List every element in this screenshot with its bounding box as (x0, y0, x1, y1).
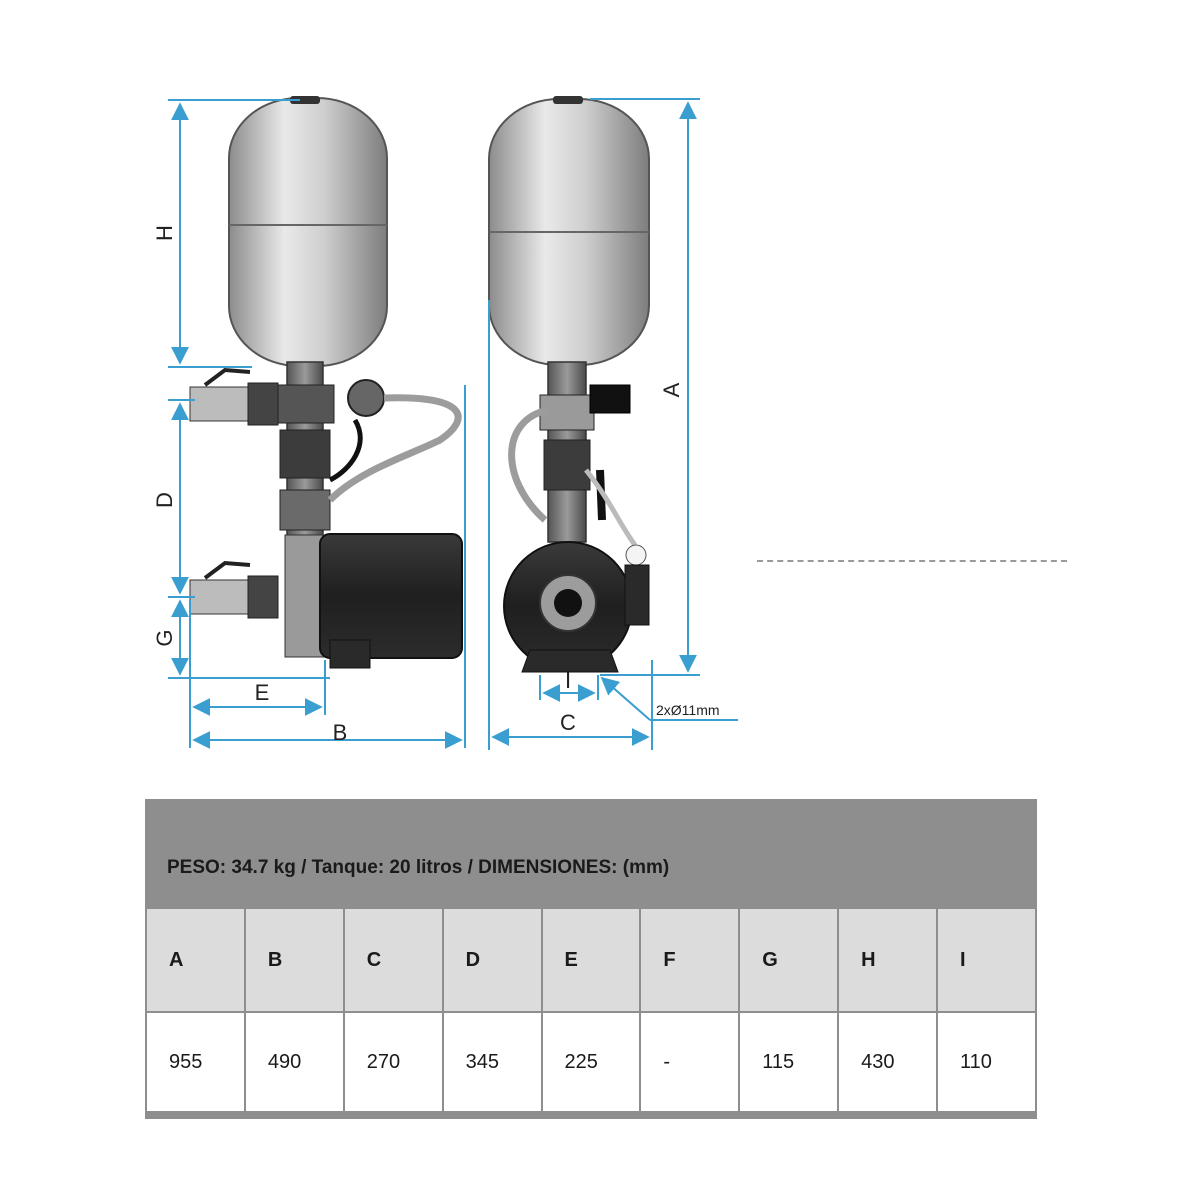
table-header-cell: I (938, 909, 1035, 1011)
table-header-cell: F (641, 909, 739, 1011)
table-header-cell: C (344, 909, 442, 1011)
dim-label-b: B (333, 720, 348, 745)
table-value-cell: 225 (542, 1013, 640, 1111)
pump-housing (284, 534, 326, 658)
hole-callout: 2xØ11mm (656, 702, 720, 718)
pressure-sensor (347, 379, 385, 417)
table-header-row: A B C D E F G H I (147, 909, 1035, 1011)
dim-label-h: H (152, 225, 177, 241)
front-view (488, 96, 650, 673)
table-header-cell: B (245, 909, 343, 1011)
table-header-cell: D (443, 909, 541, 1011)
table-header-cell: A (147, 909, 244, 1011)
table-value-cell: 270 (344, 1013, 442, 1111)
dim-label-a: A (659, 382, 684, 397)
tank (228, 97, 388, 367)
table-value-cell: 490 (245, 1013, 343, 1111)
spec-title: PESO: 34.7 kg / Tanque: 20 litros / DIME… (167, 857, 670, 878)
table-value-cell: 955 (147, 1013, 244, 1111)
table-value-cell: 115 (740, 1013, 838, 1111)
dimensions-table: A B C D E F G H I 955 490 270 345 225 - … (145, 907, 1037, 1113)
pump-dimension-drawing: H D G E B A C I 2xØ11mm (152, 96, 738, 750)
table-header-cell: H (839, 909, 936, 1011)
dashed-divider (757, 560, 1067, 562)
spec-table-panel: PESO: 34.7 kg / Tanque: 20 litros / DIME… (145, 799, 1037, 1119)
table-value-cell: 345 (443, 1013, 541, 1111)
dimension-lines (168, 98, 738, 750)
side-view (189, 96, 463, 669)
spec-title-bar: PESO: 34.7 kg / Tanque: 20 litros / DIME… (145, 799, 1037, 907)
upper-valve (189, 386, 251, 422)
dim-label-i: I (565, 668, 571, 693)
dim-label-e: E (255, 680, 270, 705)
table-header-cell: G (740, 909, 838, 1011)
table-value-cell: 430 (839, 1013, 936, 1111)
table-header-cell: E (542, 909, 640, 1011)
dim-label-c: C (560, 710, 576, 735)
lower-valve (189, 579, 251, 615)
dim-label-d: D (152, 492, 177, 508)
table-value-row: 955 490 270 345 225 - 115 430 110 (147, 1013, 1035, 1111)
table-value-cell: - (641, 1013, 739, 1111)
motor (319, 533, 463, 659)
table-value-cell: 110 (938, 1013, 1035, 1111)
pump-feet (521, 649, 619, 673)
dim-label-g: G (152, 629, 177, 646)
